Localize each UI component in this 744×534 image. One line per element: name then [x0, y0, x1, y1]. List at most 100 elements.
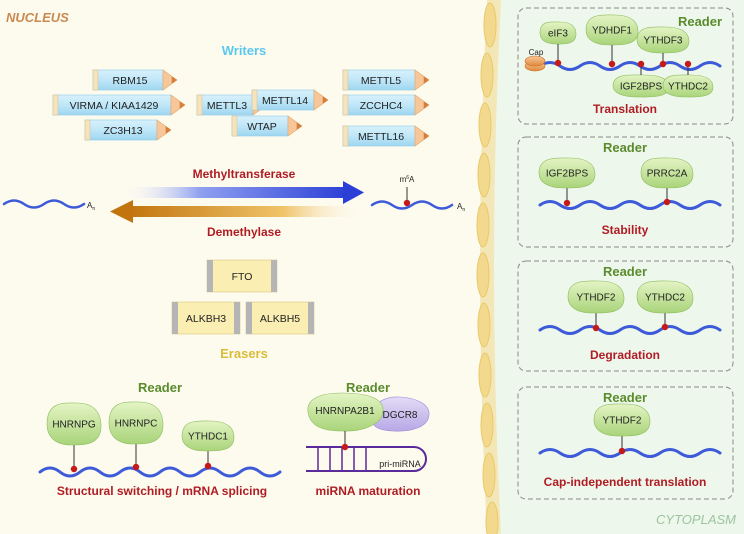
writer-virma-kiaa1429: VIRMA / KIAA1429: [52, 94, 186, 116]
translation-rna: [538, 61, 722, 71]
svg-text:Cap: Cap: [529, 48, 544, 57]
mirna-reader-title: Reader: [346, 380, 390, 395]
poly-a-tail-left: An: [87, 201, 95, 212]
demethylase-label: Demethylase: [207, 225, 281, 239]
svg-text:HNRNPA2B1: HNRNPA2B1: [315, 406, 375, 417]
reader-ydhdf1: YDHDF1: [585, 14, 639, 46]
svg-text:METTL14: METTL14: [262, 95, 308, 107]
eraser-proteins: FTO ALKBH3 ALKBH5: [171, 259, 315, 335]
svg-text:YTHDC2: YTHDC2: [645, 293, 685, 304]
pri-mirna-label: pri-miRNA: [379, 459, 421, 469]
svg-text:VIRMA / KIAA1429: VIRMA / KIAA1429: [70, 100, 159, 112]
reader-prrc2a: PRRC2A: [640, 157, 694, 206]
pri-mirna-hairpin: [306, 446, 427, 472]
degradation-readers: YTHDF2 YTHDC2: [567, 280, 694, 332]
degradation-function-label: Degradation: [590, 348, 660, 362]
reader-ythdc2: YTHDC2: [662, 74, 714, 98]
stability-readers: IGF2BPS PRRC2A: [538, 157, 694, 207]
cap-independent-panel: [517, 386, 734, 500]
svg-text:PRRC2A: PRRC2A: [647, 169, 688, 180]
nucleus-label: NUCLEUS: [6, 10, 69, 25]
stability-function-label: Stability: [602, 223, 649, 237]
poly-a-tail-right: An: [457, 202, 465, 213]
cap-independent-reader-title: Reader: [603, 390, 647, 405]
mirna-function-label: miRNA maturation: [316, 484, 421, 498]
writer-zcchc4: ZCCHC4: [342, 94, 430, 116]
svg-text:WTAP: WTAP: [247, 121, 277, 133]
svg-text:HNRNPG: HNRNPG: [52, 420, 96, 431]
reader-igf2bps: IGF2BPS: [538, 157, 596, 207]
svg-text:ALKBH3: ALKBH3: [186, 313, 226, 325]
cap-independent-rna: [538, 448, 722, 458]
reader-eif3: eIF3: [539, 21, 577, 45]
degradation-panel: [517, 260, 734, 372]
svg-text:IGF2BPS: IGF2BPS: [620, 82, 663, 93]
svg-text:DGCR8: DGCR8: [382, 410, 417, 421]
reader-hnrnpc: HNRNPC: [108, 401, 164, 471]
dgcr8-protein: DGCR8: [371, 396, 430, 432]
methyltransferase-arrow: [120, 181, 364, 204]
writer-rbm15: RBM15: [92, 69, 178, 91]
cap-structure: Cap: [524, 48, 546, 72]
splicing-readers: HNRNPG HNRNPC YTHDC1: [46, 401, 235, 473]
demethylase-arrow: [110, 200, 368, 223]
eraser-alkbh5: ALKBH5: [245, 301, 315, 335]
cytoplasm-background: [485, 0, 744, 534]
reader-ythdc2: YTHDC2: [636, 280, 694, 331]
svg-text:METTL3: METTL3: [207, 100, 247, 112]
svg-text:YTHDC2: YTHDC2: [668, 82, 708, 93]
reader-ythdf3: YTHDF3: [636, 26, 690, 54]
svg-text:YTHDF3: YTHDF3: [644, 36, 683, 47]
eraser-fto: FTO: [206, 259, 278, 293]
writer-mettl16: METTL16: [342, 125, 430, 147]
translation-panel: [517, 7, 734, 125]
reader-igf2bps: IGF2BPS: [612, 74, 670, 98]
svg-text:YTHDF2: YTHDF2: [603, 416, 642, 427]
methylated-rna: [370, 187, 454, 210]
reader-ythdf2: YTHDF2: [593, 403, 651, 455]
stability-reader-title: Reader: [603, 140, 647, 155]
svg-text:ZC3H13: ZC3H13: [103, 125, 142, 137]
writers-title: Writers: [222, 43, 267, 58]
svg-text:YTHDC1: YTHDC1: [188, 432, 228, 443]
unmodified-rna: [2, 199, 86, 209]
translation-function-label: Translation: [593, 102, 657, 116]
svg-text:YTHDF2: YTHDF2: [577, 293, 616, 304]
splicing-rna: [38, 466, 282, 478]
cap-independent-readers: YTHDF2: [593, 403, 651, 455]
erasers-title: Erasers: [220, 346, 268, 361]
stability-rna: [538, 200, 722, 210]
splicing-function-label: Structural switching / mRNA splicing: [57, 484, 267, 498]
svg-text:RBM15: RBM15: [112, 75, 147, 87]
splicing-reader-title: Reader: [138, 380, 182, 395]
svg-text:eIF3: eIF3: [548, 29, 568, 40]
eraser-alkbh3: ALKBH3: [171, 301, 241, 335]
cap-independent-function-label: Cap-independent translation: [544, 475, 707, 489]
svg-text:YDHDF1: YDHDF1: [592, 26, 632, 37]
cytoplasm-label: CYTOPLASM: [656, 512, 736, 527]
reader-ythdc1: YTHDC1: [181, 420, 235, 470]
reader-hnrnpg: HNRNPG: [46, 402, 102, 473]
nuclear-membrane: [476, 0, 501, 534]
svg-text:FTO: FTO: [232, 271, 253, 283]
translation-reader-title: Reader: [678, 14, 722, 29]
svg-text:HNRNPC: HNRNPC: [115, 419, 158, 430]
degradation-reader-title: Reader: [603, 264, 647, 279]
svg-text:METTL16: METTL16: [358, 131, 404, 143]
svg-text:ALKBH5: ALKBH5: [260, 313, 300, 325]
degradation-rna: [538, 325, 722, 335]
writer-wtap: WTAP: [231, 115, 303, 137]
writer-mettl5: METTL5: [342, 69, 430, 91]
svg-text:METTL5: METTL5: [361, 75, 401, 87]
m6a-mark-label: m6A: [400, 175, 415, 184]
writer-zc3h13: ZC3H13: [84, 119, 172, 141]
stability-panel: [517, 136, 734, 248]
svg-text:ZCCHC4: ZCCHC4: [360, 100, 403, 112]
reader-ythdf2: YTHDF2: [567, 280, 625, 332]
hnrnpa2b1-protein: HNRNPA2B1: [307, 392, 384, 451]
svg-text:IGF2BPS: IGF2BPS: [546, 169, 589, 180]
